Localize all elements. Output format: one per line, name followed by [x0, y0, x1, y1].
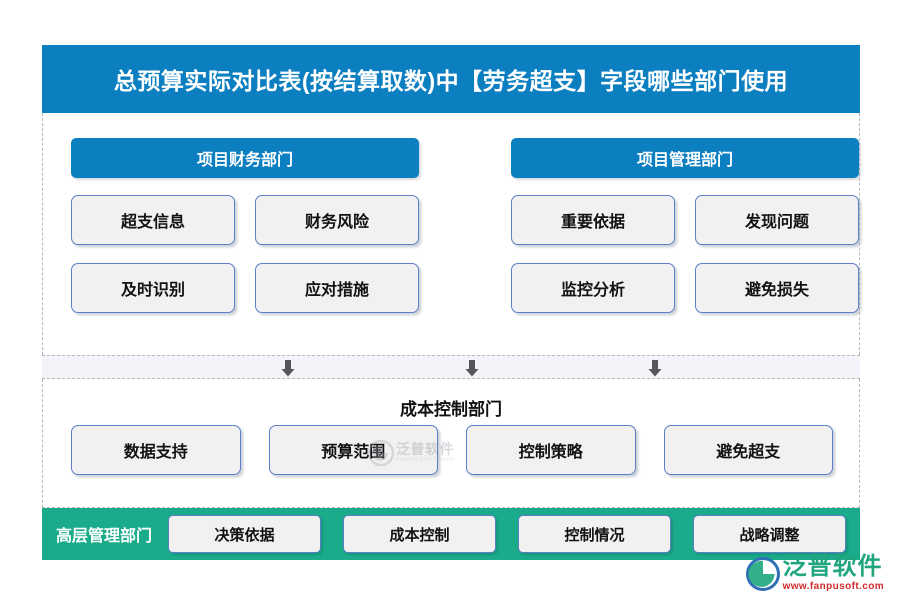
tile[interactable]: 重要依据	[511, 195, 675, 245]
cost-control-tile-row: 数据支持 预算范围 控制策略 避免超支	[71, 425, 833, 475]
department-column-management: 项目管理部门 重要依据 发现问题 监控分析 避免损失	[511, 138, 859, 313]
tile[interactable]: 应对措施	[255, 263, 419, 313]
department-tile-grid-management: 重要依据 发现问题 监控分析 避免损失	[511, 195, 859, 313]
tile-label: 重要依据	[560, 214, 625, 231]
tile[interactable]: 发现问题	[695, 195, 859, 245]
tile[interactable]: 战略调整	[693, 515, 846, 553]
tile[interactable]: 决策依据	[168, 515, 321, 553]
tile[interactable]: 数据支持	[71, 425, 241, 475]
tile[interactable]: 避免超支	[663, 425, 833, 475]
tile-label: 控制策略	[518, 444, 583, 461]
brand-logo-text: 泛普软件 www.fanpusoft.com	[783, 555, 884, 592]
tile[interactable]: 控制情况	[518, 515, 671, 553]
tile[interactable]: 财务风险	[255, 195, 419, 245]
tile-label: 决策依据	[214, 526, 275, 544]
tile-label: 战略调整	[739, 526, 800, 544]
tile[interactable]: 超支信息	[71, 195, 235, 245]
tile-label: 预算范围	[321, 444, 386, 461]
executive-tile-row: 决策依据 成本控制 控制情况 战略调整	[168, 515, 846, 553]
tile-label: 超支信息	[120, 214, 185, 231]
cost-control-title: 成本控制部门	[400, 400, 502, 419]
tile[interactable]: 及时识别	[71, 263, 235, 313]
tile-label: 财务风险	[304, 214, 369, 231]
department-header-label: 项目管理部门	[636, 152, 733, 169]
tile-label: 成本控制	[389, 526, 450, 544]
executive-label: 高层管理部门	[56, 528, 153, 545]
fanpu-logo-icon	[745, 556, 780, 591]
tile-label: 监控分析	[560, 282, 625, 299]
departments-panel: 项目财务部门 超支信息 财务风险 及时识别 应对措施 项目管理部门	[42, 113, 860, 355]
arrow-down-icon	[278, 358, 298, 378]
department-tile-grid-finance: 超支信息 财务风险 及时识别 应对措施	[71, 195, 419, 313]
tile[interactable]: 成本控制	[343, 515, 496, 553]
arrow-down-icon	[645, 358, 665, 378]
department-header-label: 项目财务部门	[196, 152, 293, 169]
connector-band	[42, 355, 860, 379]
department-header-finance[interactable]: 项目财务部门	[71, 138, 419, 178]
department-column-finance: 项目财务部门 超支信息 财务风险 及时识别 应对措施	[71, 138, 419, 313]
tile-label: 数据支持	[123, 444, 188, 461]
cost-control-panel: 成本控制部门 数据支持 预算范围 控制策略 避免超支	[42, 379, 860, 508]
tile-label: 控制情况	[564, 526, 625, 544]
department-header-management[interactable]: 项目管理部门	[511, 138, 859, 178]
arrow-down-icon	[462, 358, 482, 378]
tile-label: 发现问题	[744, 214, 809, 231]
brand-logo: 泛普软件 www.fanpusoft.com	[745, 555, 884, 592]
tile-label: 避免损失	[744, 282, 809, 299]
title-bar: 总预算实际对比表(按结算取数)中【劳务超支】字段哪些部门使用	[42, 45, 860, 113]
page-title: 总预算实际对比表(按结算取数)中【劳务超支】字段哪些部门使用	[113, 68, 789, 94]
tile[interactable]: 预算范围	[268, 425, 438, 475]
brand-url: www.fanpusoft.com	[782, 581, 884, 592]
tile-label: 及时识别	[120, 282, 185, 299]
tile[interactable]: 监控分析	[511, 263, 675, 313]
tile-label: 应对措施	[304, 282, 369, 299]
executive-bar: 高层管理部门 决策依据 成本控制 控制情况 战略调整	[42, 508, 860, 560]
brand-name: 泛普软件	[782, 553, 883, 580]
tile-label: 避免超支	[716, 444, 781, 461]
tile[interactable]: 避免损失	[695, 263, 859, 313]
tile[interactable]: 控制策略	[466, 425, 636, 475]
